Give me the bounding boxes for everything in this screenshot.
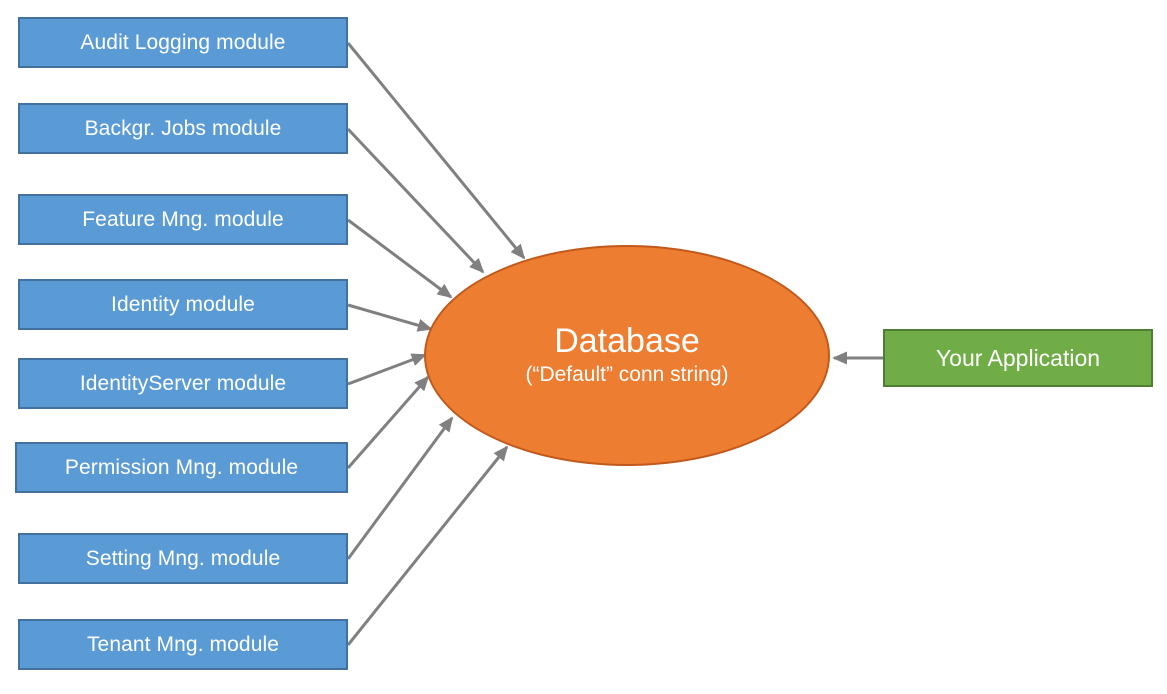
module-label: Permission Mng. module — [64, 455, 299, 479]
module-label: Backgr. Jobs module — [84, 116, 282, 140]
module-label: IdentityServer module — [79, 371, 287, 395]
application-box[interactable]: Your Application — [883, 329, 1153, 387]
database-subtitle: (“Default” conn string) — [525, 363, 729, 387]
arrow-permission-mng-to-database — [346, 375, 430, 469]
arrow-audit-logging-to-database — [346, 42, 526, 260]
arrow-identity-to-database — [347, 303, 433, 332]
arrow-feature-mng-to-database — [347, 218, 453, 299]
module-label: Identity module — [111, 292, 255, 316]
module-label: Audit Logging module — [80, 30, 286, 54]
module-label: Tenant Mng. module — [86, 632, 280, 656]
arrow-setting-mng-to-database — [346, 416, 454, 560]
module-box-identity[interactable]: Identity module — [18, 279, 348, 330]
database-title: Database — [554, 321, 700, 360]
arrow-tenant-mng-to-database — [346, 445, 509, 646]
module-label: Setting Mng. module — [85, 546, 281, 570]
module-box-background-jobs[interactable]: Backgr. Jobs module — [18, 103, 348, 154]
module-box-feature-mng[interactable]: Feature Mng. module — [18, 194, 348, 245]
module-box-tenant-mng[interactable]: Tenant Mng. module — [18, 619, 348, 670]
module-box-identityserver[interactable]: IdentityServer module — [18, 358, 348, 409]
arrow-identityserver-to-database — [347, 353, 427, 386]
module-box-setting-mng[interactable]: Setting Mng. module — [18, 533, 348, 584]
module-box-permission-mng[interactable]: Permission Mng. module — [15, 442, 348, 493]
arrow-background-jobs-to-database — [346, 127, 485, 274]
database-ellipse[interactable]: Database (“Default” conn string) — [424, 245, 830, 466]
module-label: Feature Mng. module — [82, 207, 284, 231]
module-box-audit-logging[interactable]: Audit Logging module — [18, 17, 348, 68]
application-label: Your Application — [935, 344, 1101, 371]
